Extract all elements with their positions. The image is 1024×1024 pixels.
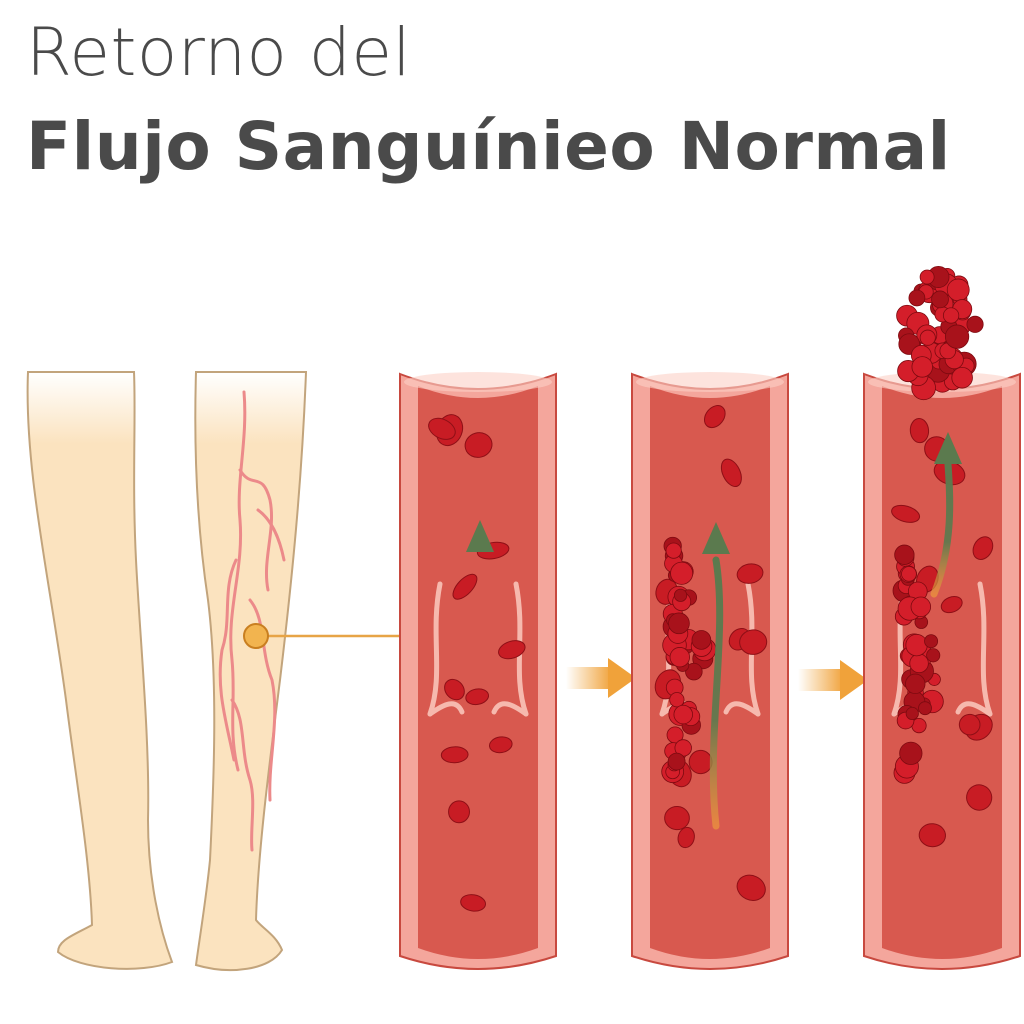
blood-cell [918, 823, 946, 848]
blood-cell [958, 713, 981, 736]
left-leg [26, 371, 174, 970]
blood-cell [891, 504, 921, 523]
vein-cross-section-stage-1 [399, 372, 557, 970]
blood-cell [940, 596, 963, 614]
blood-cell [703, 405, 726, 429]
blood-clot-icon [892, 544, 944, 784]
blood-cell [664, 805, 690, 831]
title-line-2: Flujo Sanguínieo Normal [26, 108, 951, 185]
blood-cells [654, 405, 768, 901]
blood-cell [464, 432, 493, 458]
blood-cell [739, 629, 768, 655]
varicose-veins [218, 390, 286, 852]
title-line-1: Retorno del [26, 14, 412, 91]
vessel-opening [404, 372, 552, 392]
vein-cross-section-stage-2 [631, 372, 789, 970]
blood-cell [444, 678, 465, 701]
blood-clot-icon [661, 536, 717, 784]
detached-clot-icon [896, 265, 984, 401]
vessel-opening [636, 372, 784, 392]
blood-cell [428, 417, 456, 440]
stage-progress-arrow-2 [798, 660, 868, 700]
blood-cell [972, 536, 994, 560]
vessel-lumen [882, 386, 1002, 959]
blood-cell [452, 573, 478, 600]
blood-cell [966, 784, 993, 811]
blood-cell [720, 458, 742, 488]
blood-cell [448, 800, 470, 824]
blood-cell [498, 640, 526, 660]
callout-marker-icon [243, 623, 416, 649]
right-leg [194, 371, 308, 971]
blood-cell [440, 746, 469, 764]
blood-flow-arrow-icon [466, 520, 494, 890]
blood-cell [909, 418, 930, 444]
blood-cell [736, 874, 766, 901]
legs-illustration-icon [26, 371, 416, 971]
blood-cell [736, 563, 764, 584]
blood-flow-arrow-icon [930, 432, 962, 598]
blood-cell [677, 826, 695, 849]
blood-cell [489, 736, 513, 754]
blood-cell [460, 894, 487, 912]
vein-cross-section-stage-3 [863, 265, 1021, 970]
stage-progress-arrow-1 [566, 658, 636, 698]
blood-flow-arrow-icon [702, 522, 730, 830]
